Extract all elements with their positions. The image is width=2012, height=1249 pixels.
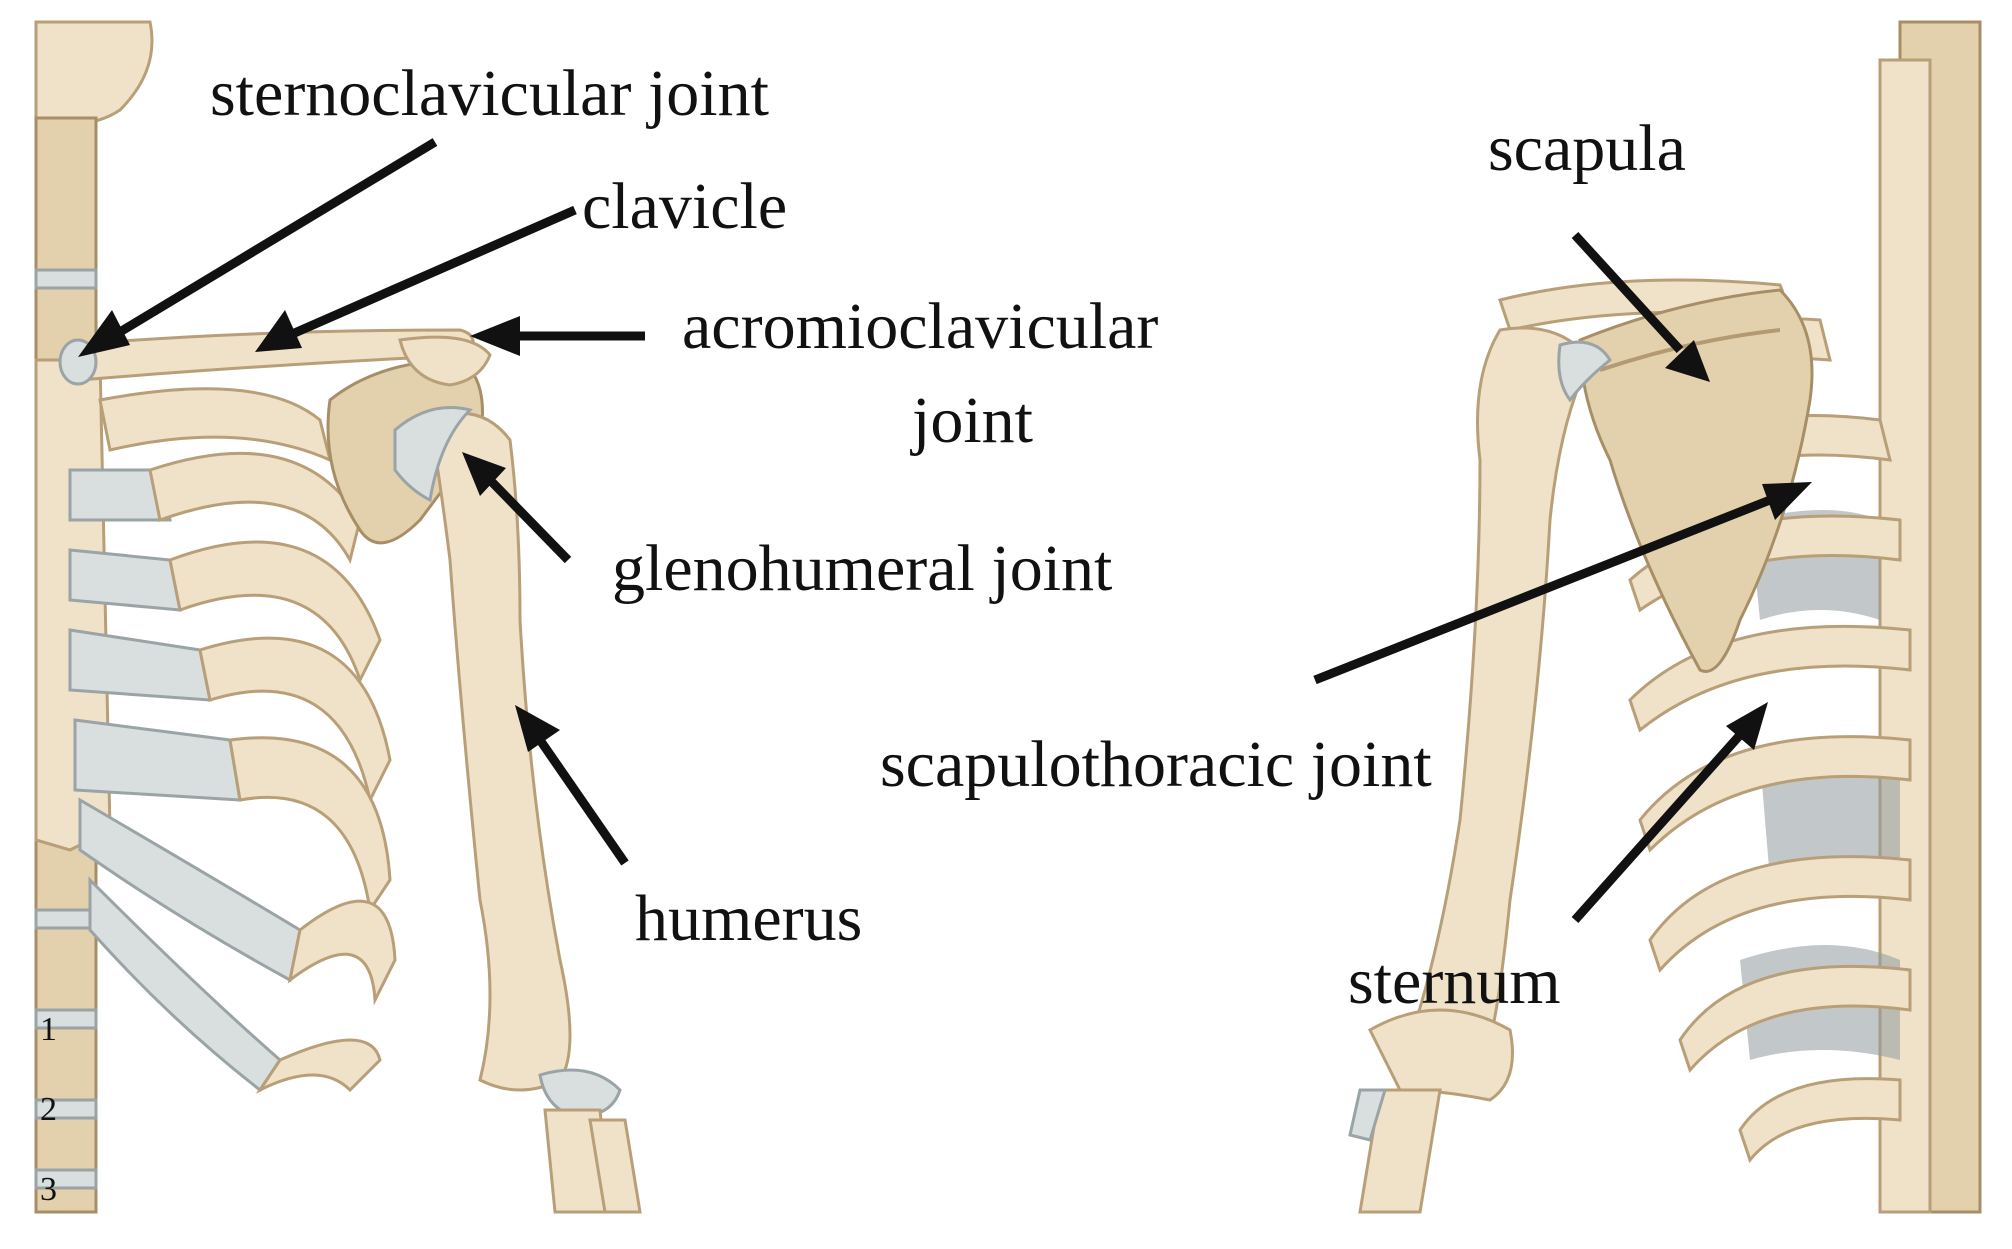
humerus-posterior [1408, 326, 1592, 1052]
rib [1648, 855, 1912, 973]
forearm-cartilage [1348, 1088, 1388, 1142]
disc [34, 1098, 98, 1120]
arrow-scapula [1571, 231, 1684, 354]
rib [1738, 1077, 1902, 1164]
label-sternum: sternum [1348, 945, 1561, 1018]
arrowhead [1665, 340, 1710, 382]
disc [34, 908, 98, 930]
label-acromioclavicular-joint: joint [910, 384, 1033, 457]
arrowhead [1762, 482, 1812, 520]
arrowhead [462, 452, 506, 496]
vertebra-number: 1 [40, 1011, 57, 1048]
arrowhead [1726, 702, 1768, 750]
rib [148, 451, 362, 565]
label-humerus: humerus [635, 882, 862, 955]
arrow-sternoclavicular [112, 138, 438, 339]
vertebra-number: 2 [40, 1091, 57, 1128]
arrow-glenohumeral [486, 476, 572, 564]
posterior-view-panel [1348, 20, 1982, 1214]
arrowhead [470, 316, 520, 356]
anterior-view-panel: 1 2 3 [34, 20, 642, 1214]
arrowhead [78, 310, 130, 357]
costal-cartilage [68, 548, 182, 612]
pointer-arrows [78, 138, 1812, 923]
disc [34, 1168, 98, 1190]
rib [168, 540, 382, 684]
glenoid-cartilage-posterior [1557, 340, 1612, 403]
rib-shadow [1760, 750, 1900, 880]
label-sternoclavicular-joint: sternoclavicular joint [210, 57, 769, 130]
posterior-spine [1878, 20, 1982, 1214]
forearm-bone [1358, 1088, 1442, 1214]
costal-cartilage [68, 468, 172, 522]
arrow-humerus [536, 737, 629, 866]
labels: sternoclavicular joint clavicle acromioc… [210, 57, 1686, 1018]
label-acromioclavicular: acromioclavicular [682, 290, 1158, 363]
label-clavicle: clavicle [582, 170, 787, 243]
acromion [398, 335, 492, 387]
arrowhead [255, 310, 302, 352]
rib [198, 636, 392, 805]
anterior-ribs [98, 387, 397, 1094]
rib [228, 736, 392, 915]
label-scapula: scapula [1488, 112, 1686, 185]
label-glenohumeral-joint: glenohumeral joint [612, 532, 1112, 605]
rib [1678, 964, 1912, 1073]
elbow-posterior [1368, 1008, 1514, 1102]
elbow-cartilage [538, 1068, 622, 1118]
disc [34, 268, 98, 290]
rib [287, 899, 397, 1006]
vertebra-number: 3 [40, 1171, 57, 1208]
forearm-bone [588, 1118, 642, 1214]
rib [1628, 624, 1912, 733]
scapula-bone [1578, 288, 1814, 673]
glenoid-cartilage [393, 406, 473, 503]
clavicle-bone [68, 328, 475, 382]
arrowhead [515, 705, 560, 752]
arrow-scapulothoracic [1313, 495, 1772, 685]
arrow-clavicle [288, 205, 577, 340]
arrow-sternum [1571, 732, 1744, 923]
rib [255, 1038, 382, 1094]
disc [34, 1008, 98, 1030]
label-scapulothoracic-joint: scapulothoracic joint [880, 728, 1432, 801]
